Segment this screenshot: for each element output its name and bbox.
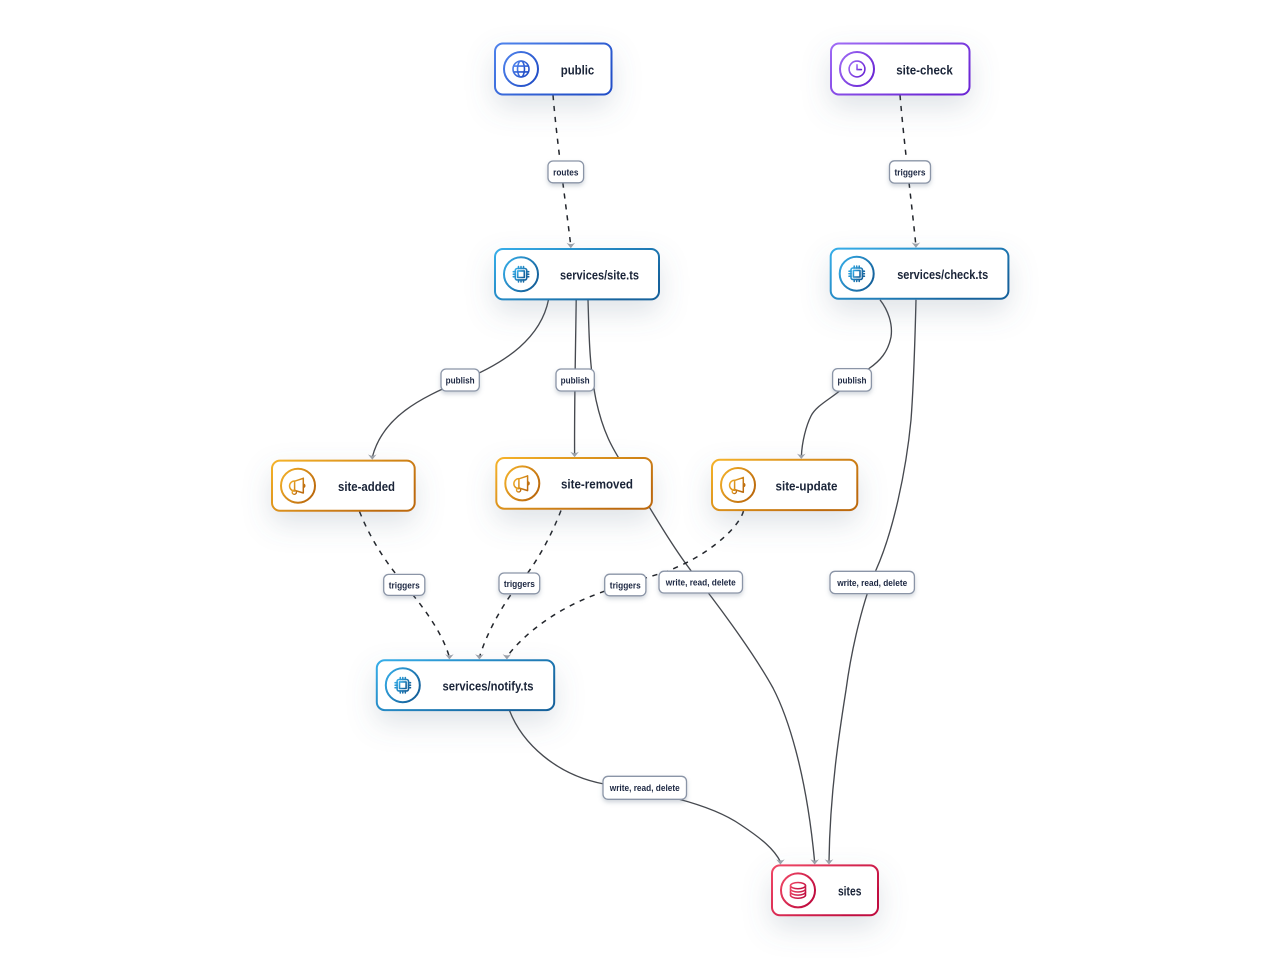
svg-text:triggers: triggers: [504, 579, 535, 589]
svg-text:services/site.ts: services/site.ts: [560, 269, 639, 283]
svg-text:sites: sites: [838, 885, 862, 899]
svg-text:triggers: triggers: [610, 580, 641, 590]
svg-text:write, read, delete: write, read, delete: [665, 578, 736, 588]
svg-text:services/check.ts: services/check.ts: [897, 268, 988, 282]
svg-text:public: public: [561, 63, 595, 77]
svg-text:triggers: triggers: [389, 580, 420, 590]
svg-text:site-removed: site-removed: [561, 478, 633, 492]
svg-text:publish: publish: [446, 375, 475, 385]
svg-text:site-update: site-update: [776, 479, 838, 493]
svg-text:site-check: site-check: [896, 63, 953, 77]
svg-text:site-added: site-added: [338, 480, 395, 494]
svg-text:publish: publish: [561, 375, 590, 385]
svg-text:write, read, delete: write, read, delete: [836, 578, 907, 588]
svg-text:triggers: triggers: [895, 167, 926, 177]
svg-text:services/notify.ts: services/notify.ts: [443, 680, 534, 694]
svg-text:routes: routes: [553, 167, 578, 177]
svg-text:publish: publish: [838, 375, 867, 385]
svg-text:write, read, delete: write, read, delete: [609, 783, 680, 793]
